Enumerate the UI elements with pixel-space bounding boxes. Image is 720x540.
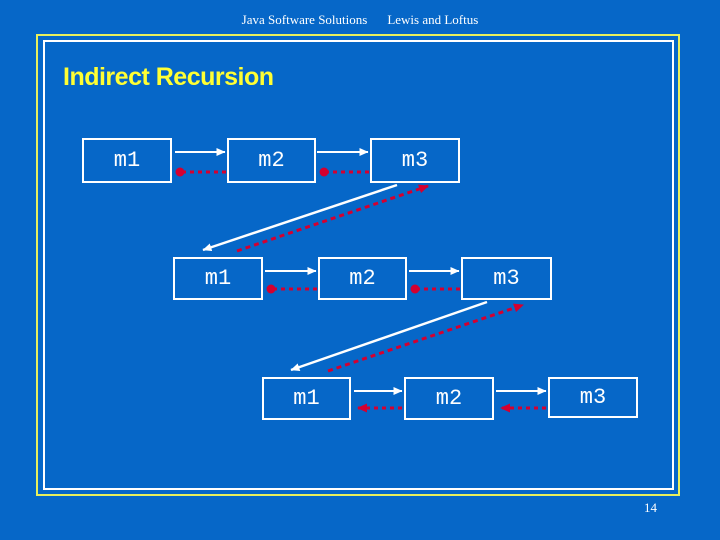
header-book-title: Java Software Solutions [241, 12, 368, 27]
method-box-row3-m2: m2 [404, 377, 494, 420]
method-box-row1-m2: m2 [227, 138, 316, 183]
header-authors: Lewis and Loftus [387, 12, 479, 27]
method-box-row2-m2: m2 [318, 257, 407, 300]
method-box-row1-m1: m1 [82, 138, 172, 183]
slide-title: Indirect Recursion [63, 63, 274, 91]
frame-inner-border [43, 40, 674, 490]
method-box-row3-m3: m3 [548, 377, 638, 418]
page-number: 14 [644, 500, 657, 515]
method-box-row2-m1: m1 [173, 257, 263, 300]
method-box-row1-m3: m3 [370, 138, 460, 183]
method-box-row2-m3: m3 [461, 257, 552, 300]
slide-header: Java Software Solutions Lewis and Loftus [0, 12, 720, 28]
method-box-row3-m1: m1 [262, 377, 351, 420]
frame-outer-border [36, 34, 680, 496]
